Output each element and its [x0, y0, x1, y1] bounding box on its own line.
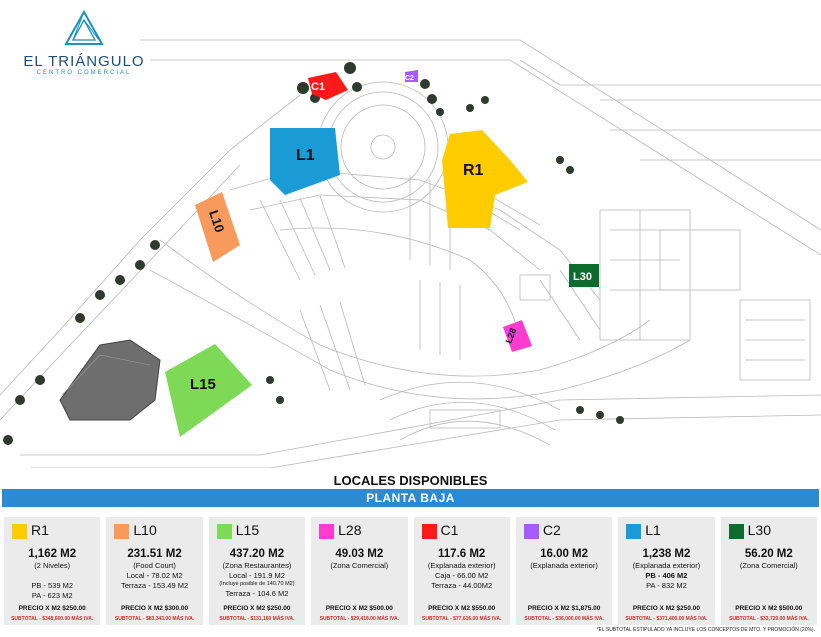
- unit-code: L1: [645, 522, 661, 538]
- brand-logo: EL TRIÁNGULO CENTRO COMERCIAL: [14, 9, 154, 76]
- unit-l1-shape[interactable]: [270, 128, 340, 195]
- triangle-logo-icon: [64, 9, 104, 45]
- brand-name: EL TRIÁNGULO: [23, 53, 145, 70]
- footnote: *EL SUBTOTAL ESTIPULADO YA INCLUYE LOS C…: [596, 627, 815, 633]
- unit-desc: Local - 78.02 M2: [126, 571, 183, 580]
- floor-plan: C1 C2 L1 R1 L10 L30 L28 L15: [0, 39, 821, 468]
- color-swatch: [523, 524, 539, 539]
- unit-subtotal: SUBTOTAL - $83,343.00 MÁS IVA.: [114, 616, 195, 622]
- unit-l28-label: L28: [503, 327, 518, 345]
- unit-desc: Terraza - 104.6 M2: [225, 589, 289, 598]
- unit-code: C2: [542, 522, 561, 538]
- unit-code: R1: [31, 522, 49, 538]
- unit-l10-label: L10: [206, 208, 227, 234]
- unit-card-l1[interactable]: L1 1,238 M2 (Explanada exterior) PB - 40…: [618, 517, 715, 625]
- unit-price: PRECIO X M2 $250.00: [18, 605, 86, 612]
- unit-desc: Caja - 66.00 M2: [435, 571, 489, 580]
- color-swatch: [319, 524, 335, 539]
- cinema-building: [59, 339, 161, 421]
- units-list: R1 1,162 M2 (2 Niveles) PB - 539 M2 PA -…: [4, 517, 817, 625]
- unit-subtotal: SUBTOTAL - $131,160 MÁS IVA.: [219, 616, 295, 622]
- unit-price: PRECIO X M2 $1,875.00: [527, 605, 601, 612]
- unit-c2-label: C2: [405, 75, 414, 82]
- unit-desc: PB - 539 M2: [31, 581, 74, 590]
- unit-price: PRECIO X M2 $250.00: [223, 605, 291, 612]
- unit-desc: [4, 571, 100, 580]
- color-swatch: [216, 524, 232, 539]
- unit-desc: (Zona Comercial): [739, 561, 798, 570]
- unit-subtotal: SUBTOTAL - $36,000.00 MÁS IVA.: [524, 616, 604, 622]
- color-swatch: [626, 524, 642, 539]
- unit-desc: (Explanada exterior): [530, 561, 598, 570]
- unit-area: 117.6 M2: [438, 548, 486, 560]
- unit-l28-shape[interactable]: [503, 320, 532, 352]
- color-swatch: [114, 524, 130, 539]
- unit-desc: PA - 832 M2: [646, 581, 687, 590]
- unit-desc: PA - 623 M2: [31, 591, 73, 600]
- unit-desc: Terraza - 153.49 M2: [121, 581, 189, 590]
- unit-r1-label: R1: [463, 162, 484, 179]
- unit-l15-shape[interactable]: [165, 344, 252, 437]
- unit-price: PRECIO X M2 $500.00: [325, 605, 393, 612]
- tree-markers: [3, 62, 624, 445]
- color-swatch: [421, 524, 437, 539]
- unit-code: L28: [338, 522, 362, 538]
- section-bar: PLANTA BAJA: [2, 489, 819, 507]
- unit-price: PRECIO X M2 $500.00: [735, 605, 803, 612]
- unit-area: 1,162 M2: [28, 548, 77, 560]
- unit-l15-label: L15: [190, 376, 216, 393]
- unit-c1-shape[interactable]: [308, 72, 348, 100]
- unit-card-r1[interactable]: R1 1,162 M2 (2 Niveles) PB - 539 M2 PA -…: [4, 517, 101, 625]
- unit-desc: PB - 406 M2: [645, 571, 688, 580]
- unit-desc: (Food Court): [133, 561, 176, 570]
- unit-area: 437.20 M2: [229, 548, 285, 560]
- unit-desc: (Zona Comercial): [330, 561, 389, 570]
- unit-code: L30: [747, 522, 771, 538]
- unit-desc: Terraza - 44.00M2: [431, 581, 493, 590]
- unit-desc: (Incluye posible de 140.70 M2): [219, 581, 295, 587]
- unit-code: L10: [133, 522, 157, 538]
- unit-card-l15[interactable]: L15 437.20 M2 (Zona Restaurantes) Local …: [208, 517, 306, 625]
- unit-l1-label: L1: [296, 147, 315, 164]
- unit-price: PRECIO X M2 $550.00: [428, 605, 496, 612]
- unit-area: 49.03 M2: [335, 548, 384, 560]
- unit-subtotal: SUBTOTAL - $348,600.00 MÁS IVA.: [11, 616, 94, 622]
- unit-area: 231.51 M2: [127, 548, 182, 560]
- unit-code: C1: [440, 522, 459, 538]
- unit-area: 56.20 M2: [744, 548, 793, 560]
- unit-desc: (Explanada exterior): [427, 561, 496, 570]
- brand-subtitle: CENTRO COMERCIAL: [36, 70, 132, 76]
- unit-subtotal: SUBTOTAL - $29,418.00 MÁS IVA.: [319, 616, 399, 622]
- page-title: LOCALES DISPONIBLES: [333, 473, 488, 488]
- unit-subtotal: SUBTOTAL - $77,616.00 MÁS IVA.: [421, 616, 502, 622]
- unit-area: 16.00 M2: [540, 548, 589, 560]
- unit-card-c1[interactable]: C1 117.6 M2 (Explanada exterior) Caja - …: [413, 517, 510, 625]
- color-swatch: [12, 524, 27, 539]
- unit-desc: Local - 191.9 M2: [229, 571, 285, 580]
- unit-card-l28[interactable]: L28 49.03 M2 (Zona Comercial) PRECIO X M…: [311, 517, 408, 625]
- unit-subtotal: SUBTOTAL - $33,720.00 MÁS IVA.: [729, 616, 809, 622]
- unit-card-c2[interactable]: C2 16.00 M2 (Explanada exterior) PRECIO …: [515, 517, 613, 625]
- plan-linework: [0, 39, 821, 468]
- unit-subtotal: SUBTOTAL - $371,400.00 MÁS IVA.: [625, 616, 708, 622]
- unit-r1-shape[interactable]: [442, 130, 528, 228]
- unit-card-l10[interactable]: L10 231.51 M2 (Food Court) Local - 78.02…: [106, 517, 203, 625]
- unit-c2-shape[interactable]: [405, 70, 418, 82]
- unit-card-l30[interactable]: L30 56.20 M2 (Zona Comercial) PRECIO X M…: [720, 517, 817, 625]
- unit-desc: (Explanada exterior): [632, 561, 701, 570]
- unit-code: L15: [235, 522, 260, 538]
- unit-desc: (Zona Restaurantes): [222, 561, 292, 570]
- unit-area: 1,238 M2: [642, 548, 691, 560]
- color-swatch: [728, 524, 744, 539]
- unit-price: PRECIO X M2 $250.00: [632, 605, 701, 612]
- unit-desc: (2 Niveles): [34, 561, 71, 570]
- unit-l30-shape[interactable]: [569, 264, 599, 287]
- unit-price: PRECIO X M2 $300.00: [120, 605, 189, 612]
- unit-c1-label: C1: [311, 81, 325, 93]
- unit-l10-shape[interactable]: [195, 192, 240, 262]
- unit-l30-label: L30: [573, 271, 592, 283]
